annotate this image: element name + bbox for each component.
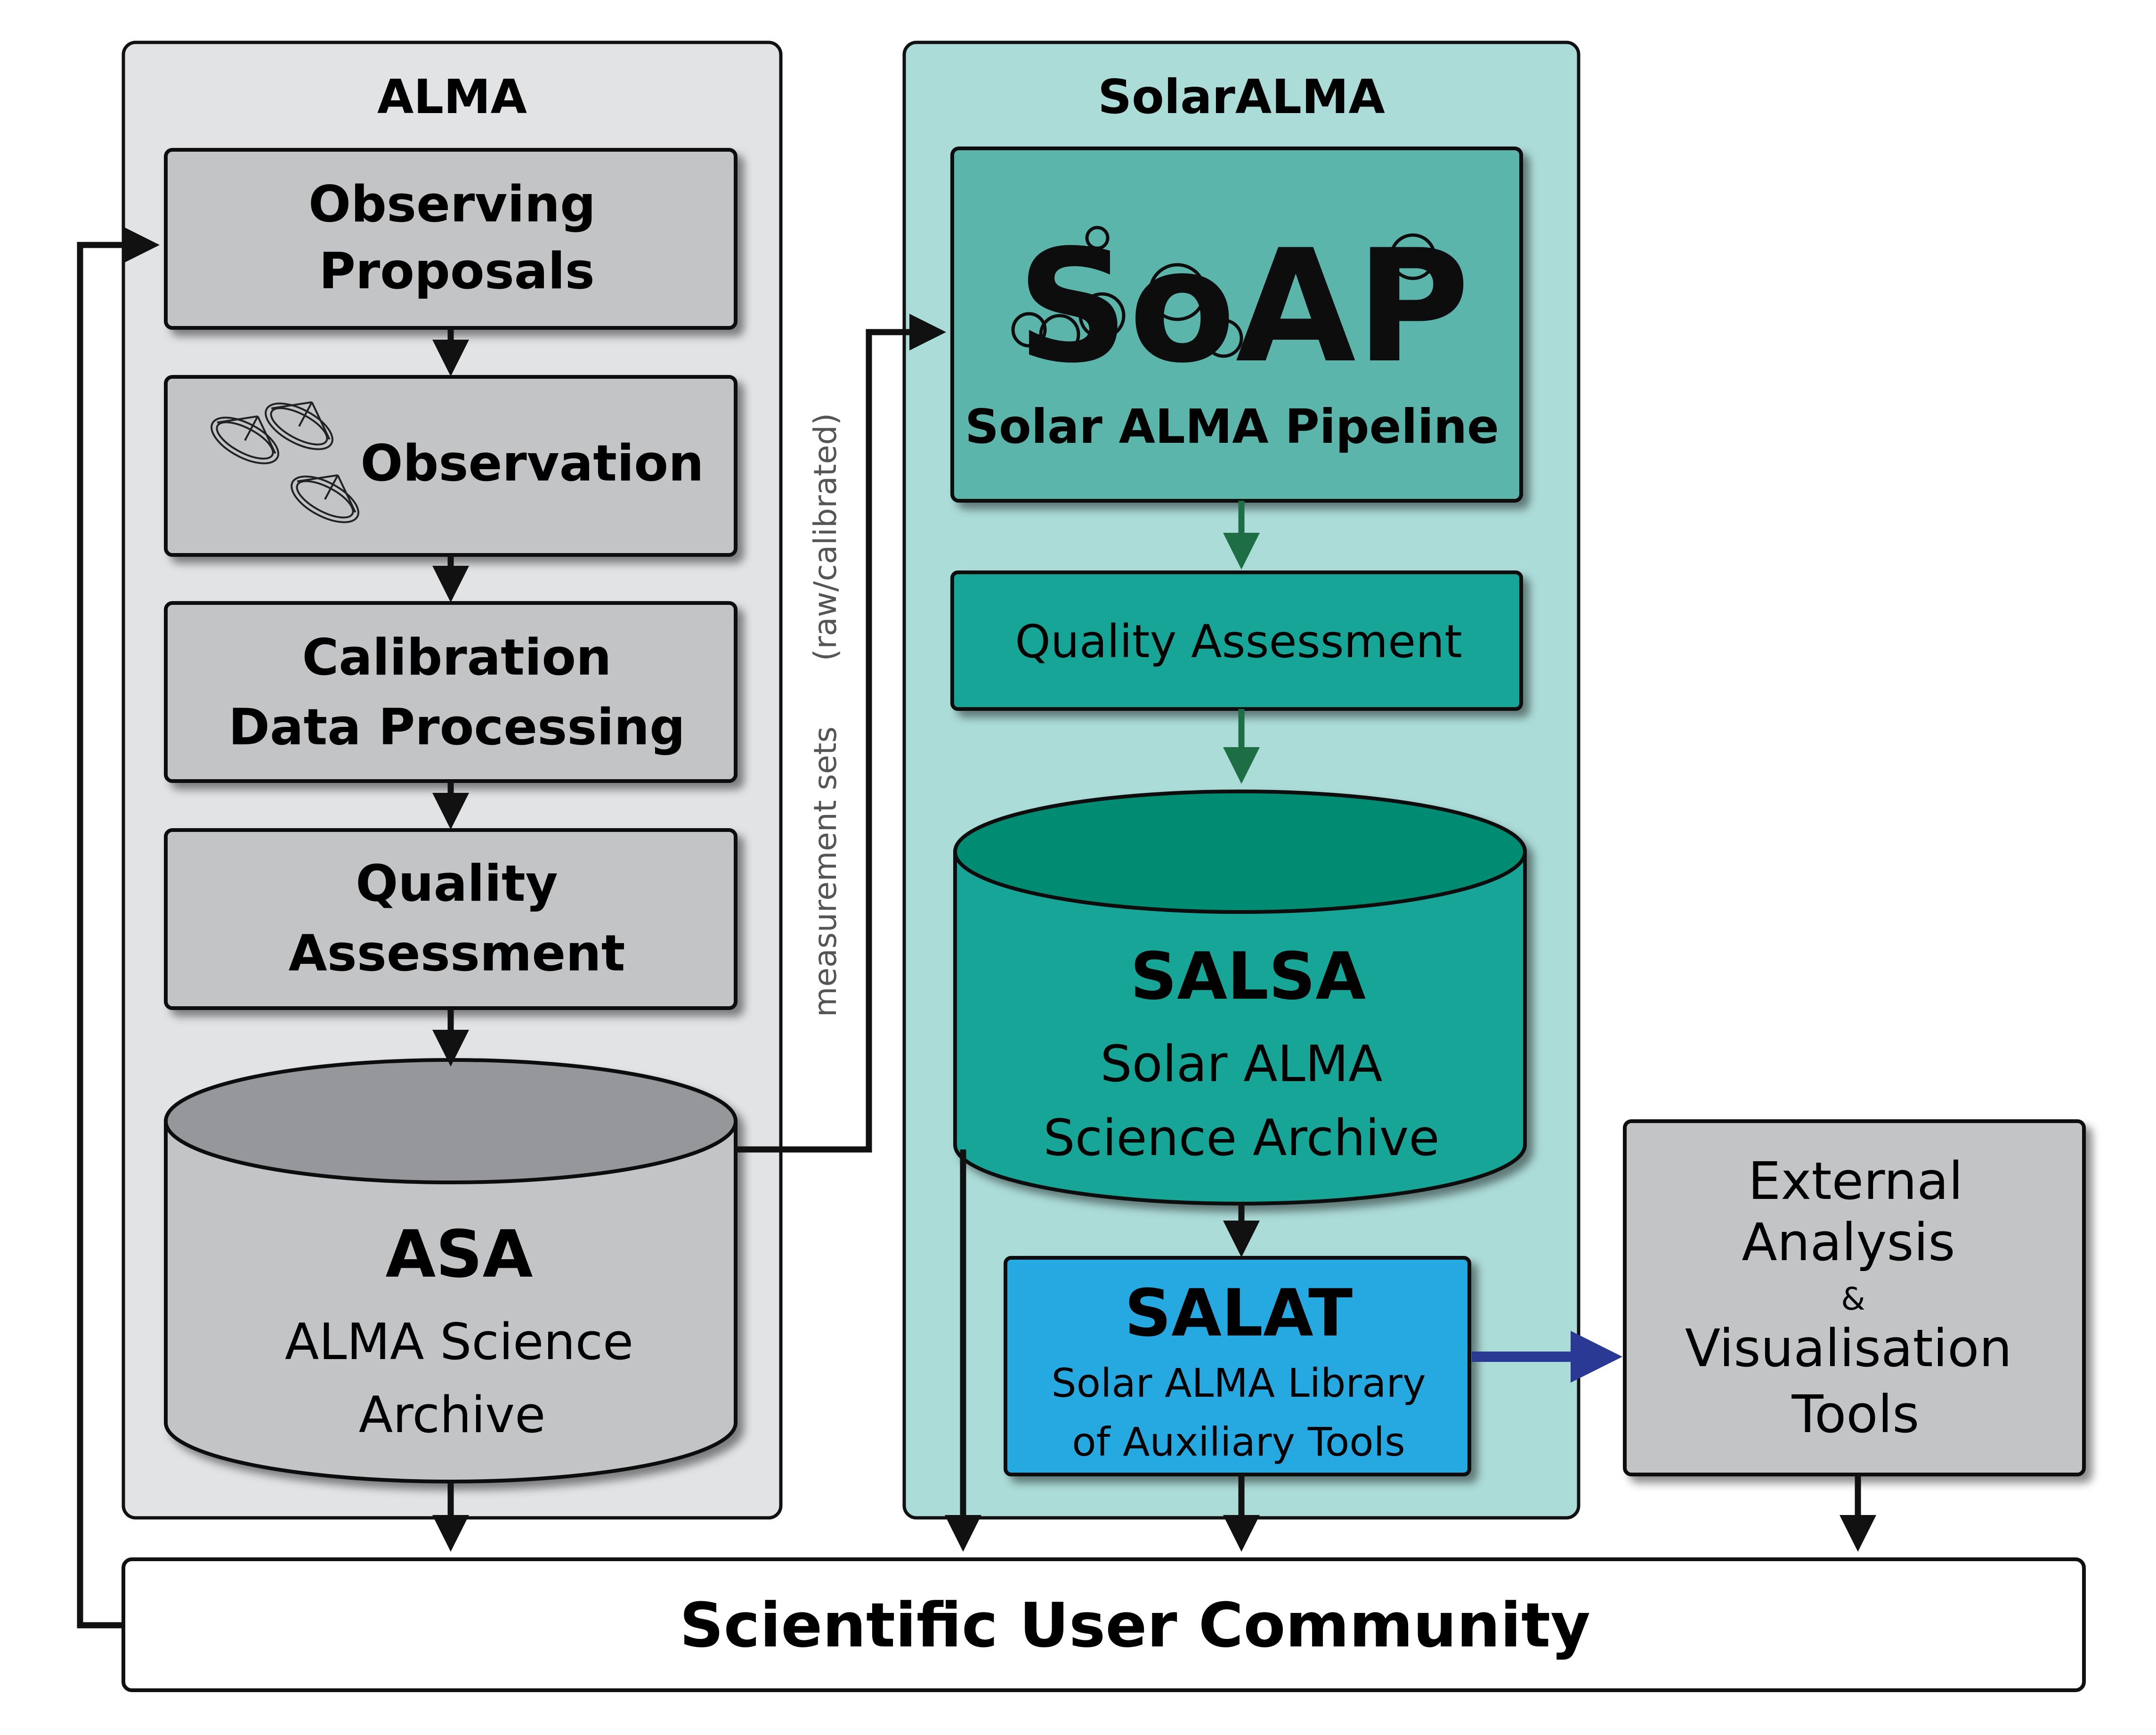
salsa-desc-1: Solar ALMA: [1100, 1035, 1382, 1093]
connector-label-main: measurement sets: [807, 726, 843, 1017]
connector-community-to-proposals: [77, 227, 160, 1629]
external-tools-box[interactable]: [1623, 1119, 2086, 1476]
observing-proposals-label-2: Proposals: [319, 242, 595, 300]
salsa-database[interactable]: [953, 790, 1527, 1206]
soap-logo: SoAP: [1011, 216, 1470, 397]
soap-desc: Solar ALMA Pipeline: [965, 399, 1499, 454]
calibration-label-2: Data Processing: [228, 698, 685, 756]
calibration-label-1: Calibration: [302, 628, 612, 686]
alma-quality-label-1: Quality: [356, 855, 558, 912]
solaralma-flow-arrows: [945, 501, 1260, 1552]
antenna-dishes-icon: [211, 401, 359, 523]
asa-desc-2: Archive: [359, 1386, 546, 1444]
soap-logo-text: SoAP: [1017, 216, 1470, 397]
bubbles-icon: [1011, 226, 1436, 358]
solaralma-panel-title: SolarALMA: [1098, 69, 1385, 124]
observation-label: Observation: [360, 434, 704, 492]
connector-label-sub: (raw/calibrated): [807, 413, 843, 661]
salat-desc-1: Solar ALMA Library: [1051, 1360, 1426, 1406]
alma-quality-label-2: Assessment: [289, 924, 625, 982]
community-label: Scientific User Community: [680, 1589, 1590, 1661]
salat-name: SALAT: [1125, 1275, 1353, 1351]
asa-name: ASA: [386, 1216, 533, 1292]
solaralma-quality-box[interactable]: [950, 570, 1523, 711]
salat-box[interactable]: [1004, 1256, 1471, 1476]
solaralma-quality-label: Quality Assessment: [1015, 615, 1462, 668]
salsa-desc-2: Science Archive: [1043, 1109, 1439, 1167]
observing-proposals-label-1: Observing: [308, 175, 596, 233]
external-label-1: External: [1748, 1151, 1963, 1211]
salat-desc-2: of Auxiliary Tools: [1072, 1419, 1405, 1465]
external-label-3: &: [1841, 1281, 1865, 1317]
connector-label: measurement sets (raw/calibrated): [807, 413, 843, 1017]
external-label-2: Analysis: [1742, 1212, 1955, 1272]
external-label-5: Tools: [1791, 1384, 1920, 1444]
external-label-4: Visualisation: [1685, 1318, 2012, 1378]
alma-panel-title: ALMA: [377, 69, 527, 124]
asa-desc-1: ALMA Science: [285, 1313, 633, 1371]
salsa-name: SALSA: [1130, 938, 1366, 1014]
connector-asa-to-soap: [736, 314, 946, 1153]
asa-database[interactable]: [164, 1058, 738, 1483]
